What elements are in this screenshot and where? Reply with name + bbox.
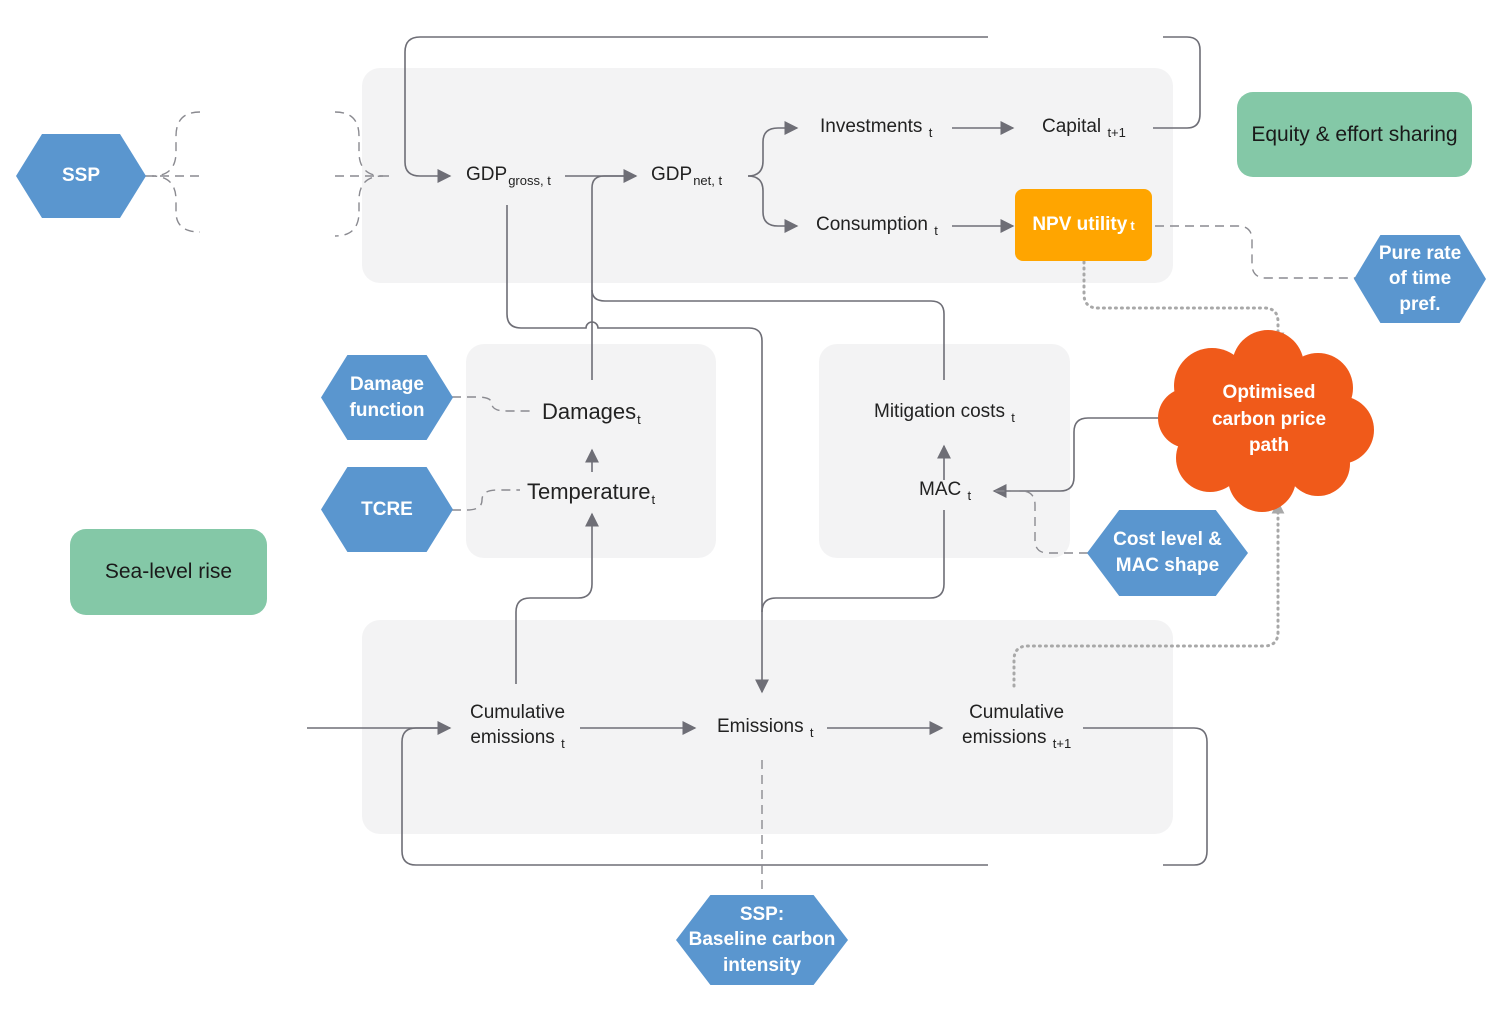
mitigation-costs-node: Mitigation costs t [874, 401, 1015, 425]
damages-node: Damagest [542, 399, 641, 427]
pure-rate-hex: Pure rate of time pref. [1354, 235, 1486, 323]
damage-function-hex: Damage function [321, 355, 453, 440]
cost-level-hex: Cost level & MAC shape [1087, 510, 1248, 596]
sea-level-label: Sea-level rise [104, 560, 233, 583]
ssp-label: SSP [61, 165, 101, 187]
pure-rate-label: Pure rate of time pref. [1378, 242, 1462, 315]
tcre-label: TCRE [361, 498, 413, 520]
tcre-hex: TCRE [321, 467, 453, 552]
damage-function-label: Damage function [349, 373, 425, 421]
optimiser-label: Optimised carbon price path [1211, 382, 1327, 457]
ssp-baseline-hex: SSP: Baseline carbon intensity [676, 895, 848, 985]
capital-node: Capital t+1 [1042, 116, 1126, 140]
emissions-node: Emissions t [717, 716, 814, 740]
temperature-node: Temperaturet [527, 479, 656, 507]
optimiser-cloud [1158, 330, 1374, 512]
consumption-node: Consumption t [816, 214, 938, 238]
gdp-net-node: GDPnet, t [651, 164, 723, 188]
investments-node: Investments t [820, 116, 933, 140]
equity-label: Equity & effort sharing [1251, 122, 1458, 146]
gdp-gross-node: GDPgross, t [466, 164, 551, 188]
sea-level-module: Sea-level rise [70, 529, 267, 615]
cost-level-label: Cost level & MAC shape [1113, 529, 1222, 576]
ssp-baseline-label: SSP: Baseline carbon intensity [688, 903, 836, 976]
equity-module: Equity & effort sharing [1237, 92, 1472, 177]
mac-node: MAC t [919, 479, 972, 503]
ssp-hex: SSP [16, 134, 146, 218]
emissions-panel [362, 620, 1173, 834]
